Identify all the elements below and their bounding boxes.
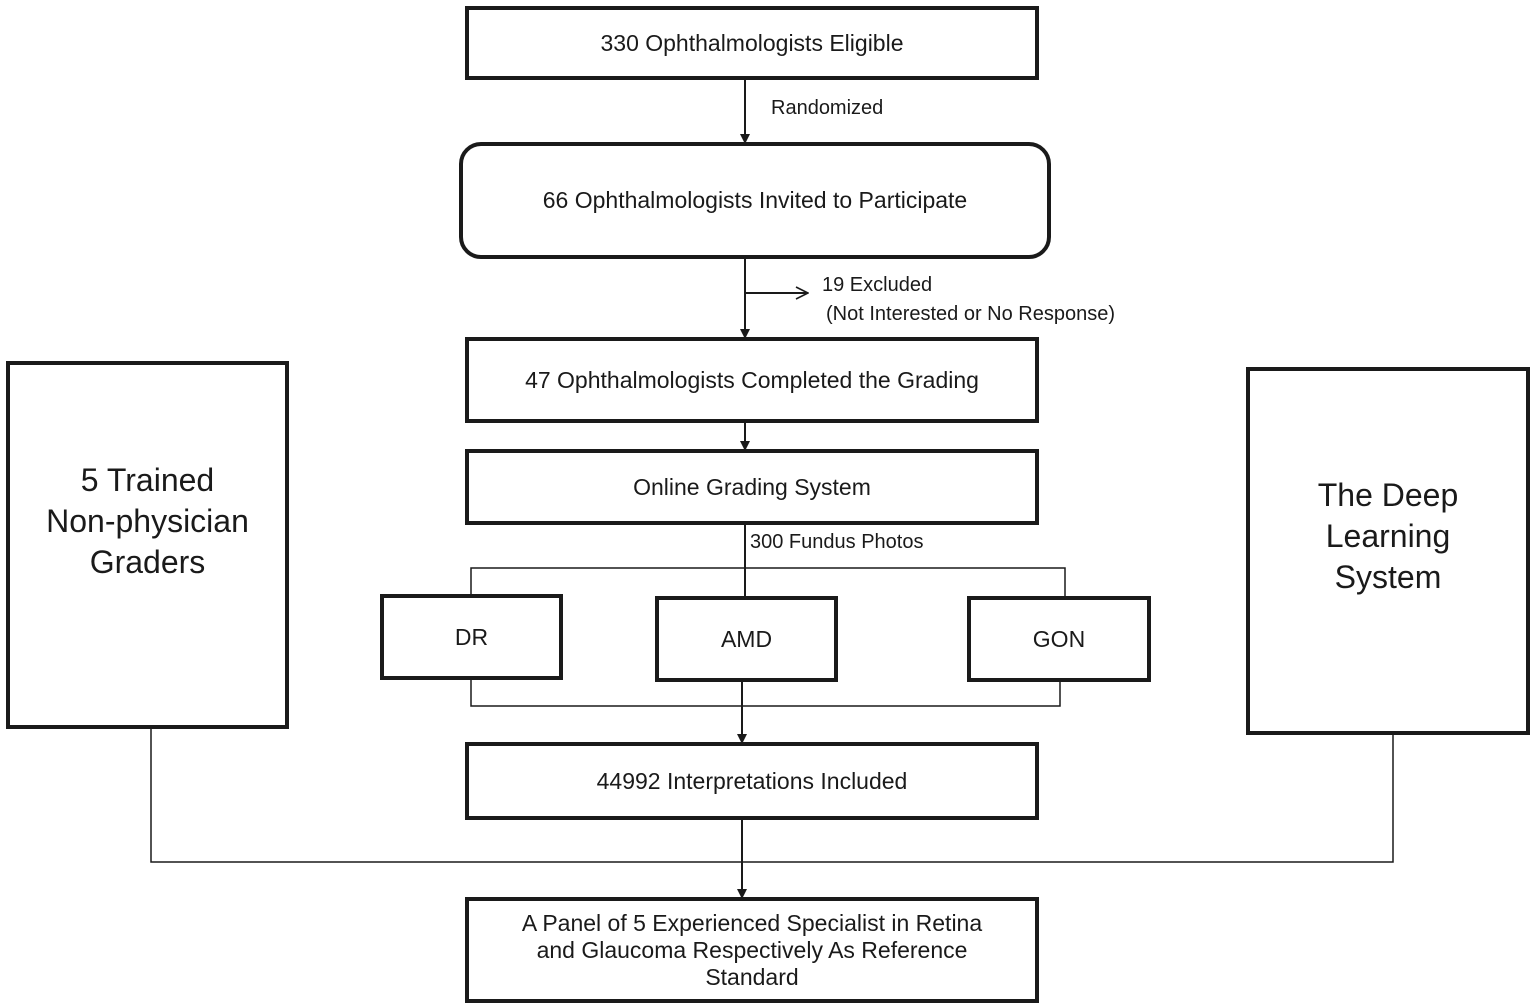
interpretations-box: 44992 Interpretations Included (465, 742, 1039, 820)
reference-standard-box: A Panel of 5 Experienced Specialist in R… (465, 897, 1039, 1003)
grading-system-box: Online Grading System (465, 449, 1039, 525)
excluded-count-label: 19 Excluded (822, 274, 933, 296)
reference-line-2: and Glaucoma Respectively As Reference (536, 936, 968, 963)
fundus-photos-label: 300 Fundus Photos (750, 531, 924, 553)
eligible-box: 330 Ophthalmologists Eligible (465, 6, 1039, 80)
line-right-dls (742, 734, 1394, 863)
graders-line-1: 5 Trained (80, 461, 215, 498)
bracket-top (470, 567, 1066, 597)
interpretations-label: 44992 Interpretations Included (596, 767, 908, 794)
reference-line-1: A Panel of 5 Experienced Specialist in R… (521, 909, 983, 936)
excluded-reason-label: (Not Interested or No Response) (826, 303, 1116, 325)
line-left-graders (150, 727, 742, 863)
category-dr-box: DR (380, 594, 563, 680)
invited-label: 66 Ophthalmologists Invited to Participa… (542, 187, 968, 213)
category-amd-label: AMD (720, 625, 773, 652)
category-gon-box: GON (967, 596, 1151, 682)
dls-line-2: Learning (1325, 517, 1451, 554)
bracket-bottom (470, 678, 1061, 707)
eligible-label: 330 Ophthalmologists Eligible (600, 29, 904, 56)
dls-line-1: The Deep (1317, 476, 1459, 513)
category-gon-label: GON (1032, 625, 1086, 652)
category-amd-box: AMD (655, 596, 838, 682)
completed-label: 47 Ophthalmologists Completed the Gradin… (525, 366, 979, 393)
grading-system-label: Online Grading System (633, 473, 871, 500)
graders-line-2: Non-physician (46, 502, 249, 539)
reference-line-3: Standard (705, 963, 799, 990)
deep-learning-system-box: The Deep Learning System (1246, 367, 1530, 735)
non-physician-graders-box: 5 Trained Non-physician Graders (6, 361, 289, 729)
completed-box: 47 Ophthalmologists Completed the Gradin… (465, 337, 1039, 423)
invited-box: 66 Ophthalmologists Invited to Participa… (459, 142, 1051, 259)
graders-line-3: Graders (89, 543, 206, 580)
category-dr-label: DR (454, 623, 489, 650)
randomized-label: Randomized (771, 97, 884, 119)
dls-line-3: System (1334, 558, 1442, 595)
